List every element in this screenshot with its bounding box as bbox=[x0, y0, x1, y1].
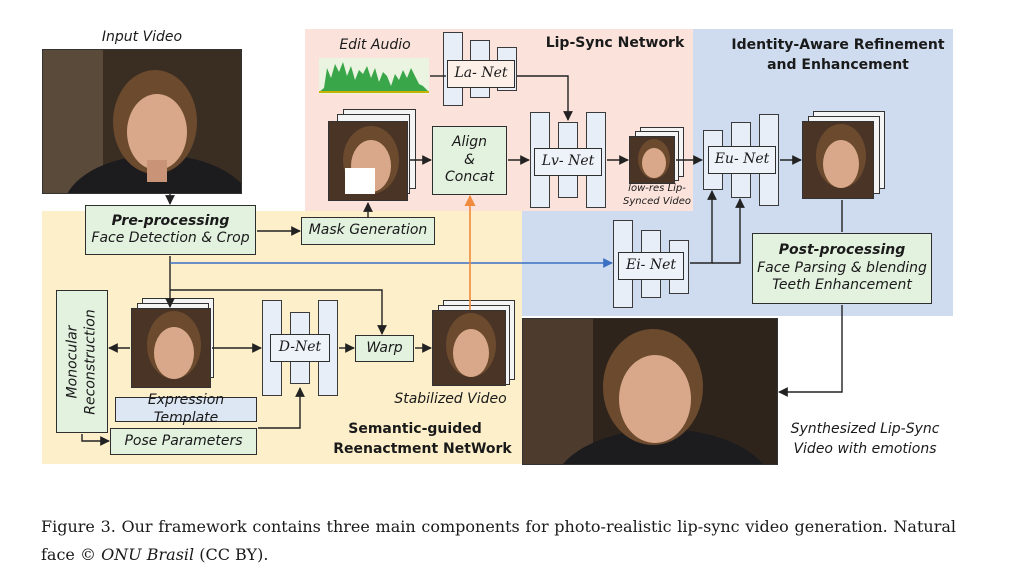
align-concat-box: Align & Concat bbox=[432, 126, 507, 195]
stabilized-face-image bbox=[432, 310, 506, 386]
reenact-face-image bbox=[131, 308, 211, 388]
dnet-box: D-Net bbox=[270, 334, 330, 362]
lowres-label-1: low-res Lip- bbox=[628, 183, 686, 194]
synthesized-video-image bbox=[522, 318, 778, 465]
edit-audio-label: Edit Audio bbox=[339, 37, 411, 53]
warp-label: Warp bbox=[366, 339, 403, 356]
caption-text-1: Figure 3. Our framework contains three m… bbox=[41, 517, 956, 564]
monocular-reconstruction-box: Monocular Reconstruction bbox=[56, 290, 108, 433]
preprocessing-title: Pre-processing bbox=[111, 212, 230, 229]
ei-net-box: Ei- Net bbox=[618, 252, 684, 280]
eu-net-box: Eu- Net bbox=[708, 146, 776, 174]
stabilized-video-label: Stabilized Video bbox=[394, 391, 507, 407]
mask-generation-box: Mask Generation bbox=[301, 217, 435, 245]
dnet-label: D-Net bbox=[278, 339, 322, 356]
lipsync-network-title: Lip-Sync Network bbox=[545, 35, 685, 51]
caption-italic: ONU Brasil bbox=[101, 545, 195, 564]
reenactment-title-2: Reenactment NetWork bbox=[333, 441, 512, 457]
reenactment-title-1: Semantic-guided bbox=[348, 421, 482, 437]
input-video-image bbox=[42, 49, 242, 194]
lv-net-box: Lv- Net bbox=[534, 148, 602, 176]
lowres-face-image bbox=[629, 136, 675, 184]
postprocessing-box: Post-processing Face Parsing & blending … bbox=[752, 233, 932, 304]
postprocessing-line-2: Teeth Enhancement bbox=[772, 277, 912, 294]
align-text: Align bbox=[451, 134, 488, 151]
warp-box: Warp bbox=[355, 335, 414, 362]
mask-generation-label: Mask Generation bbox=[308, 222, 428, 239]
figure-caption: Figure 3. Our framework contains three m… bbox=[41, 513, 956, 569]
refinement-title: Identity-Aware Refinement and Enhancemen… bbox=[731, 37, 945, 73]
preprocessing-subtitle: Face Detection & Crop bbox=[91, 230, 250, 246]
audio-waveform bbox=[319, 58, 429, 94]
postprocessing-line-1: Face Parsing & blending bbox=[757, 259, 927, 276]
caption-text-2: (CC BY). bbox=[194, 545, 269, 564]
input-video-label: Input Video bbox=[101, 29, 183, 45]
la-net-box: La- Net bbox=[447, 60, 515, 88]
refined-face-image bbox=[802, 121, 874, 199]
pose-parameters-label: Pose Parameters bbox=[124, 432, 243, 449]
lowres-label-2: Synced Video bbox=[622, 196, 692, 207]
expression-template-box: Expression Template bbox=[115, 392, 257, 426]
pose-parameters-box: Pose Parameters bbox=[110, 428, 257, 455]
la-net-label: La- Net bbox=[454, 65, 508, 82]
preprocessing-box: Pre-processing Face Detection & Crop bbox=[85, 205, 256, 255]
eu-net-label: Eu- Net bbox=[714, 151, 770, 168]
masked-face-image bbox=[328, 121, 408, 201]
ampersand-text: & bbox=[464, 151, 475, 168]
synthesized-label-1: Synthesized Lip-Sync bbox=[790, 421, 940, 437]
concat-text: Concat bbox=[445, 169, 494, 186]
ei-net-label: Ei- Net bbox=[625, 257, 677, 274]
lv-net-label: Lv- Net bbox=[541, 153, 595, 170]
postprocessing-title: Post-processing bbox=[778, 242, 906, 259]
expression-template-label: Expression Template bbox=[147, 392, 225, 426]
synthesized-label-2: Video with emotions bbox=[793, 441, 937, 457]
